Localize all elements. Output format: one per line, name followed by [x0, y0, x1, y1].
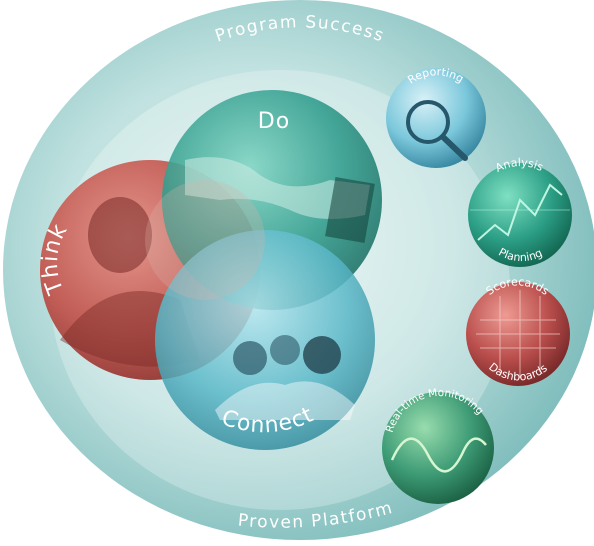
wave-icon [390, 437, 487, 473]
sleeve-shape [325, 176, 375, 244]
person-head-icon [303, 336, 341, 374]
side-orb-monitoring: Real-time Monitoring [382, 387, 494, 504]
side-orb-reporting: Reporting [386, 65, 486, 168]
handshake-icon [185, 157, 370, 219]
people-group-shape [215, 381, 355, 420]
orb-top-label: Analysis [493, 156, 545, 175]
side-orb-scorecards: Scorecards Dashboards [466, 275, 570, 386]
chart-icon [477, 183, 563, 241]
connect-circle [155, 230, 375, 450]
person-head-icon [233, 341, 267, 375]
think-do-overlap [145, 180, 265, 300]
grid-icon [476, 290, 560, 378]
do-label: Do [258, 109, 290, 134]
person-head-icon [270, 335, 300, 365]
side-orb-analysis: Analysis Planning [468, 156, 572, 267]
magnifier-icon [406, 100, 468, 161]
person-silhouette-icon [88, 197, 152, 273]
orb-bottom-label: Planning [496, 246, 544, 265]
